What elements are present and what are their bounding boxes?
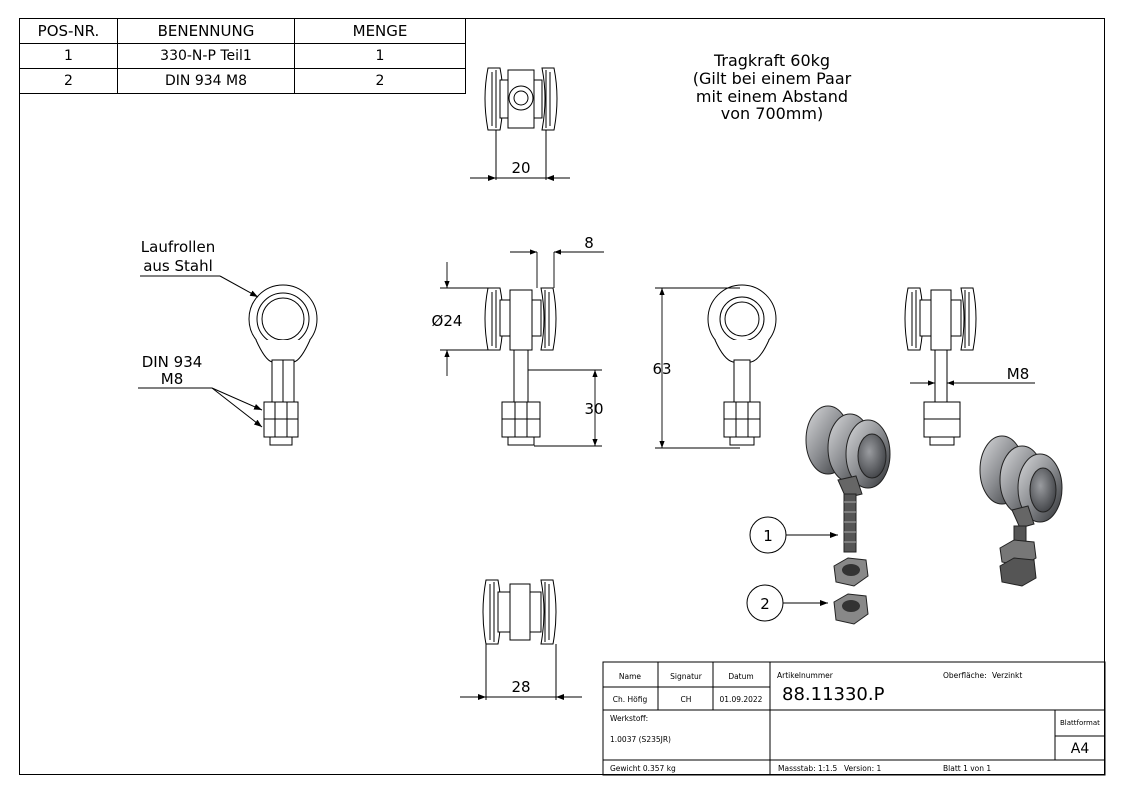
table-row: 2 DIN 934 M8 2 <box>19 68 466 94</box>
dim-thread: M8 <box>1007 365 1030 383</box>
front-view-dims <box>440 249 604 447</box>
balloon-1 <box>749 516 838 554</box>
scale-value: Massstab: 1:1.5 <box>778 764 837 773</box>
label-rollers: Laufrollen <box>141 238 215 256</box>
label-nut: M8 <box>161 370 184 388</box>
note-line: mit einem Abstand <box>696 87 848 106</box>
dim-top-width: 20 <box>511 159 530 177</box>
dim-bottom-width: 28 <box>511 678 530 696</box>
note-line: von 700mm) <box>721 104 823 123</box>
right-view-dims <box>655 287 740 449</box>
article-number: 88.11330.P <box>782 684 885 705</box>
drawing-border <box>19 18 1105 775</box>
label-nut: DIN 934 <box>142 353 203 371</box>
front-view <box>484 287 557 446</box>
note-line: (Gilt bei einem Paar <box>693 69 852 88</box>
parts-list-header-row: POS-NR. BENENNUNG MENGE <box>19 18 466 44</box>
dim-wheel-gap: 8 <box>584 234 594 252</box>
version-value: Version: 1 <box>844 764 881 773</box>
balloon-label: 2 <box>760 595 770 613</box>
front-view-thread <box>904 287 977 446</box>
surface-label: Oberfläche: <box>943 671 987 680</box>
sheet-value: Blatt 1 von 1 <box>943 764 991 773</box>
isometric-exploded-view <box>805 405 891 625</box>
date-value: 01.09.2022 <box>720 695 763 704</box>
load-capacity-note: Tragkraft 60kg (Gilt bei einem Paar mit … <box>693 51 852 123</box>
side-view-right <box>707 284 777 446</box>
row-pos: 2 <box>19 68 118 94</box>
article-label: Artikelnummer <box>777 671 834 680</box>
row-qty: 2 <box>294 68 466 94</box>
title-block: Name Signatur Datum Ch. Höfig CH 01.09.2… <box>610 671 1100 773</box>
weight-value: Gewicht 0.357 kg <box>610 764 676 773</box>
header-name: BENENNUNG <box>117 18 295 44</box>
balloon-2 <box>746 584 828 622</box>
balloon-label: 1 <box>763 527 773 545</box>
row-name: DIN 934 M8 <box>117 68 295 94</box>
dim-diameter: Ø24 <box>432 312 463 330</box>
row-qty: 1 <box>294 43 466 69</box>
sheet-format: A4 <box>1071 741 1090 757</box>
dim-shaft-length: 30 <box>584 400 603 418</box>
header-qty: MENGE <box>294 18 466 44</box>
top-view <box>470 67 570 181</box>
title-block-grid <box>602 661 1106 776</box>
table-row: 1 330-N-P Teil1 1 <box>19 43 466 69</box>
material-label: Werkstoff: <box>610 714 648 723</box>
side-view-left <box>248 284 318 446</box>
signature-value: CH <box>681 695 692 704</box>
format-label: Blattformat <box>1060 719 1100 727</box>
label-rollers: aus Stahl <box>143 257 213 275</box>
isometric-assembled-view <box>979 435 1063 587</box>
dim-total-height: 63 <box>652 360 671 378</box>
leader-rollers <box>138 275 263 428</box>
material-value: 1.0037 (S235JR) <box>610 735 671 744</box>
bottom-view <box>460 579 582 700</box>
date-label: Datum <box>728 672 753 681</box>
signature-label: Signatur <box>670 672 703 681</box>
note-line: Tragkraft 60kg <box>713 51 830 70</box>
name-value: Ch. Höfig <box>613 695 648 704</box>
name-label: Name <box>619 672 642 681</box>
parts-list-table: POS-NR. BENENNUNG MENGE 1 330-N-P Teil1 … <box>19 18 466 94</box>
surface-value: Verzinkt <box>992 671 1022 680</box>
